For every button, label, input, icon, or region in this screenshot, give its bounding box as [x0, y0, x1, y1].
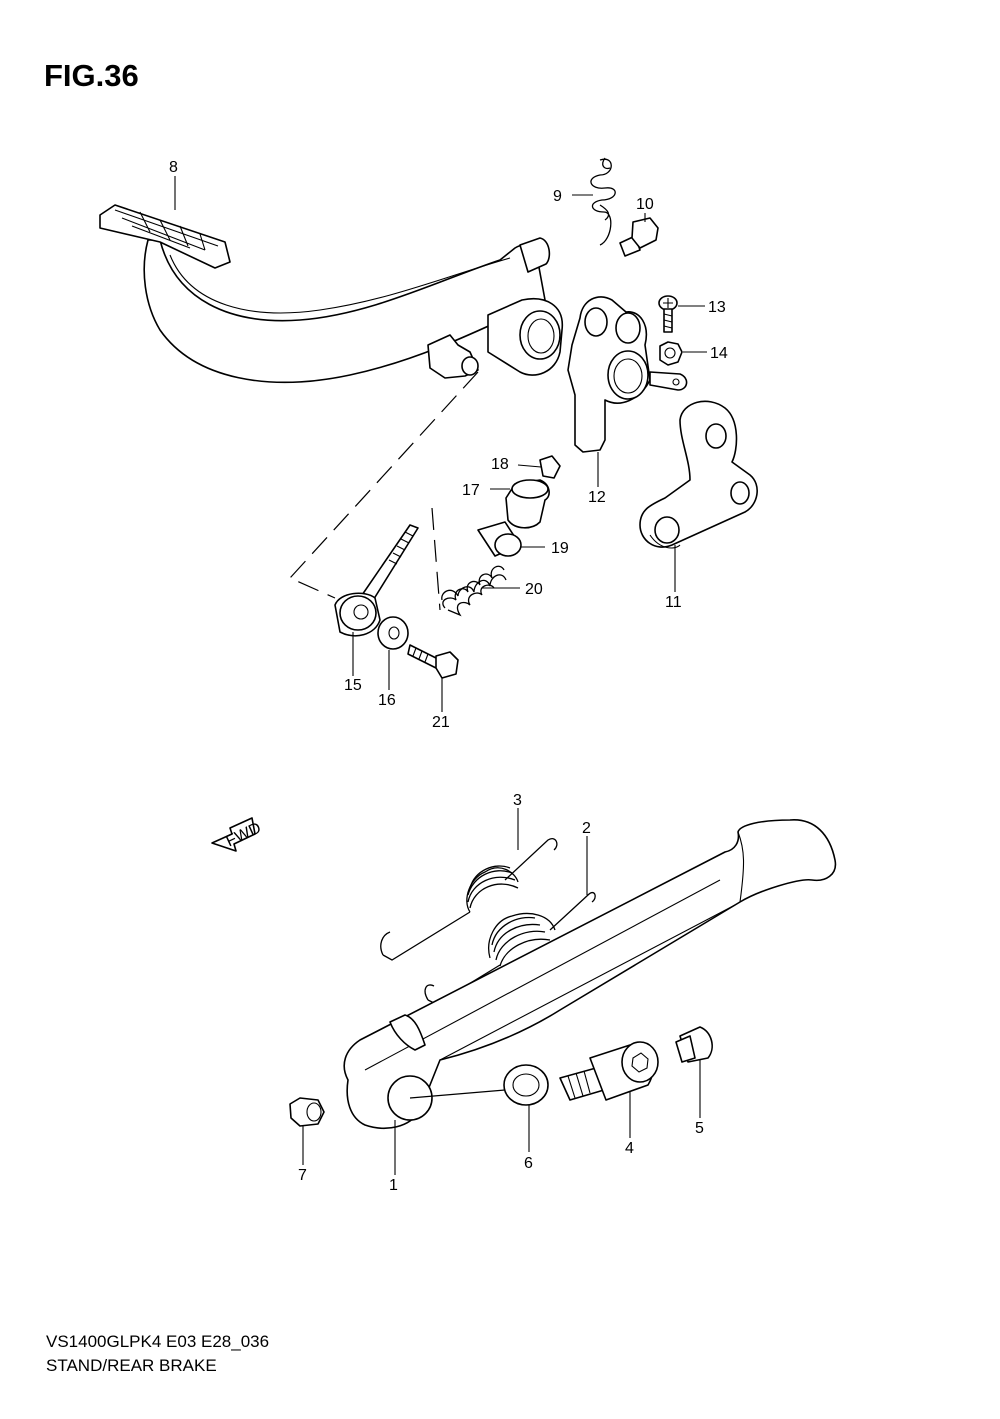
clip-18 — [539, 455, 561, 479]
leader-lines — [174, 176, 707, 1175]
assembly-line-spring — [431, 507, 441, 611]
bushing-6 — [503, 1064, 549, 1106]
fwd-direction-arrow: FWD — [211, 817, 264, 852]
return-spring-small — [590, 157, 616, 246]
callout-18: 18 — [491, 456, 509, 473]
callout-19: 19 — [551, 540, 569, 557]
pin-17 — [505, 479, 550, 529]
nut-14 — [659, 341, 683, 366]
callout-4: 4 — [625, 1140, 634, 1157]
assembly-line-pivot — [409, 1089, 506, 1099]
brake-pedal — [99, 204, 563, 384]
joint-15 — [334, 592, 381, 637]
callout-1: 1 — [389, 1177, 398, 1194]
bolt-21 — [407, 644, 459, 679]
callout-21: 21 — [432, 714, 450, 731]
callout-15: 15 — [344, 677, 362, 694]
callout-20: 20 — [525, 581, 543, 598]
brake-rod — [359, 524, 419, 603]
stand-spring-upper — [380, 838, 558, 961]
cap-nut-5 — [675, 1026, 713, 1063]
callout-12: 12 — [588, 489, 606, 506]
callout-14: 14 — [710, 345, 728, 362]
brake-lever-arm — [567, 296, 688, 453]
screw-13 — [658, 295, 678, 333]
callout-numbers: 8 9 10 13 14 18 17 12 19 20 11 15 16 21 … — [169, 159, 728, 1194]
bolt-10 — [619, 217, 659, 257]
callout-8: 8 — [169, 159, 178, 176]
callout-11: 11 — [665, 594, 682, 611]
callout-5: 5 — [695, 1120, 704, 1137]
callout-17: 17 — [462, 482, 480, 499]
callout-3: 3 — [513, 792, 522, 809]
model-code: VS1400GLPK4 E03 E28_036 — [46, 1332, 270, 1351]
nut-7 — [289, 1097, 325, 1127]
callout-7: 7 — [298, 1167, 307, 1184]
bushing-19 — [477, 521, 522, 557]
washer-16 — [377, 616, 409, 650]
callout-6: 6 — [524, 1155, 533, 1172]
brake-link — [639, 400, 758, 549]
callout-13: 13 — [708, 299, 726, 316]
callout-16: 16 — [378, 692, 396, 709]
callout-2: 2 — [582, 820, 591, 837]
return-spring-20 — [441, 565, 507, 617]
callout-9: 9 — [553, 188, 562, 205]
pivot-bolt-4 — [559, 1041, 659, 1101]
stand-spring-lower — [424, 891, 596, 1005]
section-name: STAND/REAR BRAKE — [46, 1356, 217, 1375]
figure-title: FIG.36 — [44, 58, 139, 93]
callout-10: 10 — [636, 196, 654, 213]
diagram-footer: VS1400GLPK4 E03 E28_036 STAND/REAR BRAKE — [46, 1330, 269, 1378]
